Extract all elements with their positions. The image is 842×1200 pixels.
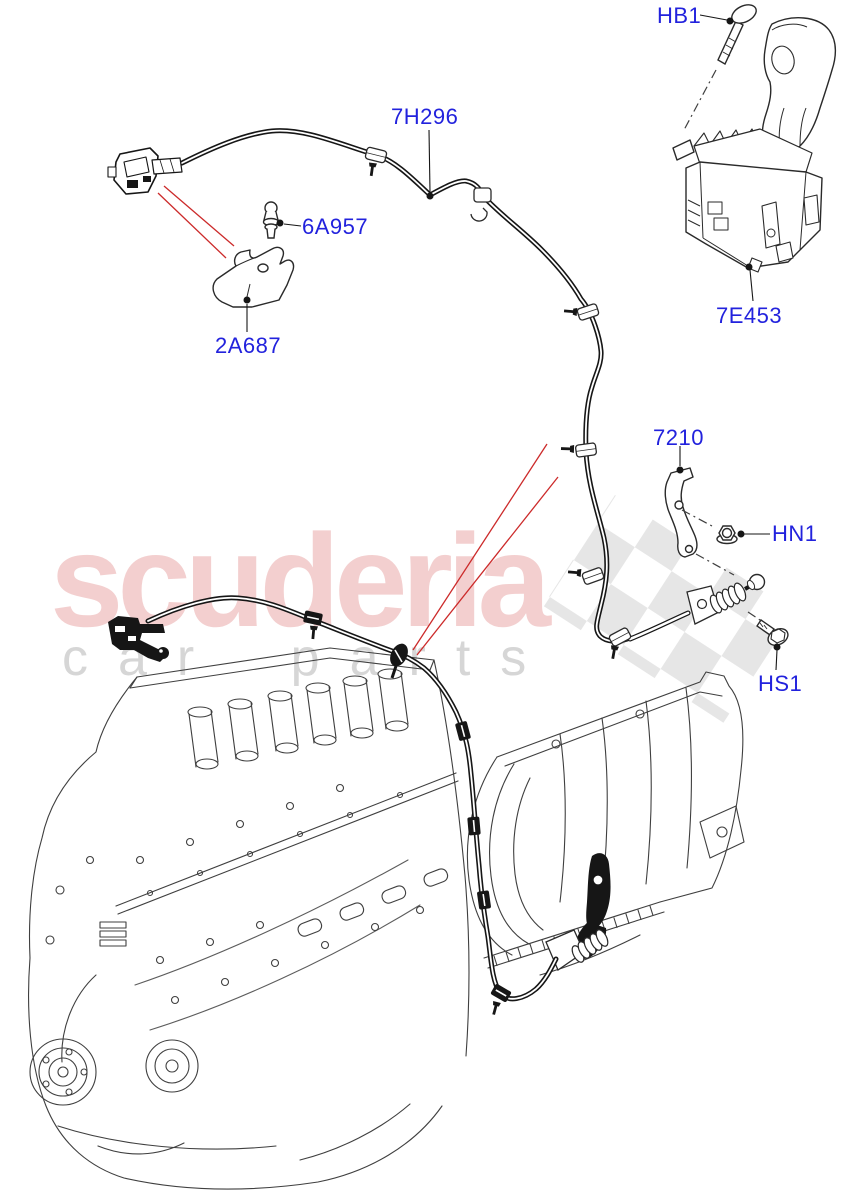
bolt-hs1 — [756, 619, 789, 646]
bolt-hb1 — [717, 4, 757, 65]
leader-lines — [246, 14, 778, 671]
stud-6a957 — [262, 201, 280, 239]
alignment-dash-lines — [681, 69, 764, 623]
part-code-7e453[interactable]: 7E453 — [716, 303, 783, 328]
part-code-hs1[interactable]: HS1 — [758, 671, 803, 696]
engine-line-art — [28, 647, 470, 1190]
cable-grommet — [390, 643, 408, 679]
nut-hn1 — [716, 525, 738, 545]
selector-lever-7210 — [664, 467, 698, 558]
upper-cable-end-connector — [107, 147, 183, 195]
part-code-7h296[interactable]: 7H296 — [391, 104, 459, 129]
part-code-7210[interactable]: 7210 — [653, 425, 704, 450]
lower-cable-end-connector — [108, 616, 169, 662]
leader-dots — [243, 17, 781, 651]
bracket-2a687 — [212, 246, 295, 308]
part-code-hb1[interactable]: HB1 — [657, 3, 702, 28]
transmission-shift-lever — [545, 853, 611, 971]
part-code-6a957[interactable]: 6A957 — [302, 214, 369, 239]
transmission-line-art — [466, 671, 745, 976]
red-callout-lines — [157, 185, 559, 656]
part-code-hn1[interactable]: HN1 — [772, 521, 818, 546]
ring-clip — [470, 187, 492, 222]
gear-selector-module — [672, 17, 837, 273]
cable-adjuster-assembly — [686, 573, 766, 625]
part-code-2a687[interactable]: 2A687 — [215, 333, 282, 358]
